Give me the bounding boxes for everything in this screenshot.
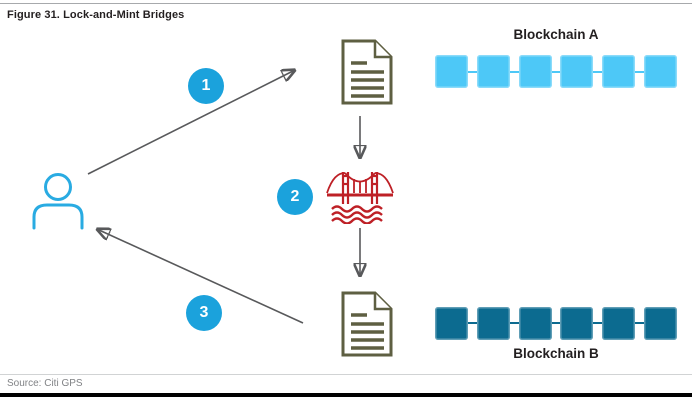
blockchain-a-label: Blockchain A <box>513 27 599 42</box>
step-badge-3: 3 <box>186 295 222 331</box>
chain-block <box>560 55 594 88</box>
blockchain-b-chain <box>435 307 677 340</box>
chain-block <box>602 55 636 88</box>
chain-block <box>518 307 552 340</box>
chain-a-connector <box>437 71 675 73</box>
chain-block <box>435 307 468 340</box>
chain-block <box>476 307 510 340</box>
chain-block <box>602 307 636 340</box>
chain-block <box>643 55 677 88</box>
bridge-icon <box>326 172 394 224</box>
bottom-border-bar <box>0 393 692 397</box>
arrow-user-to-document <box>87 71 293 175</box>
figure-title: Figure 31. Lock-and-Mint Bridges <box>7 9 185 21</box>
step-badge-2: 2 <box>277 179 313 215</box>
step-badge-1: 1 <box>188 68 224 104</box>
source-note: Source: Citi GPS <box>7 378 83 389</box>
footer-divider <box>0 374 692 375</box>
chain-b-connector <box>437 322 675 324</box>
person-icon <box>32 173 84 230</box>
chain-block <box>643 307 677 340</box>
top-rule <box>0 3 692 4</box>
chain-block <box>560 307 594 340</box>
chain-block <box>435 55 468 88</box>
blockchain-a-chain <box>435 55 677 88</box>
document-icon <box>341 291 393 357</box>
document-icon <box>341 39 393 105</box>
arrow-document-to-user <box>99 230 304 324</box>
chain-block <box>476 55 510 88</box>
blockchain-b-label: Blockchain B <box>513 346 599 361</box>
chain-block <box>518 55 552 88</box>
